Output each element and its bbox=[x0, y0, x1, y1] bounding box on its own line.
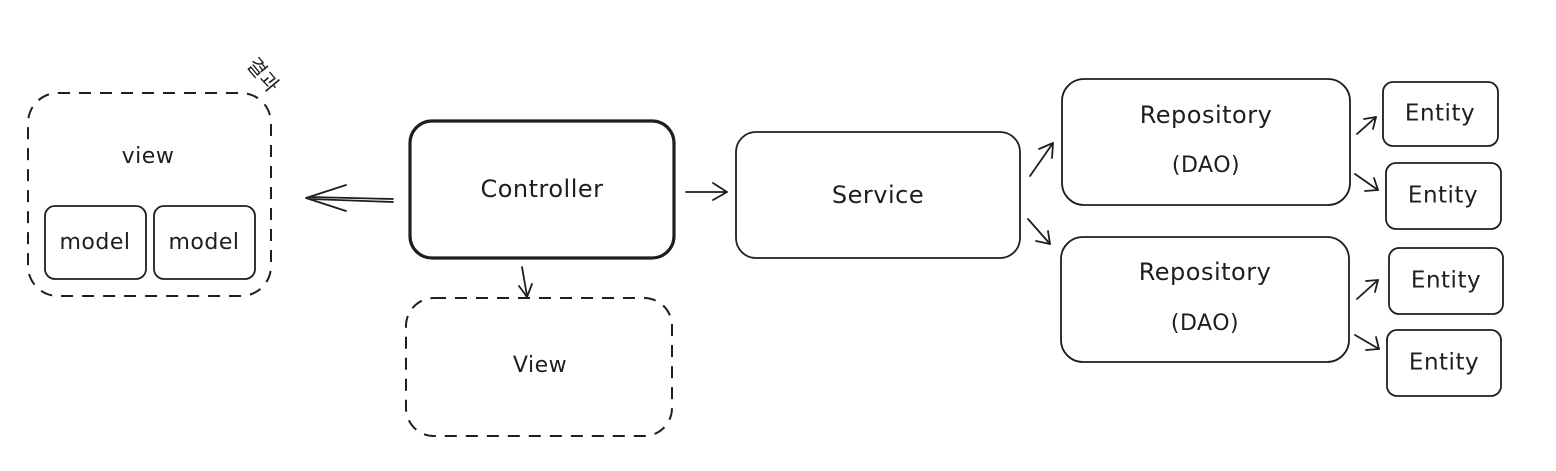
arrow-repo2-to-entity-3 bbox=[1356, 279, 1379, 300]
model-box-1 bbox=[44, 205, 147, 280]
view-result-container bbox=[27, 92, 272, 297]
repository-node-1: Repository (DAO) bbox=[1061, 78, 1351, 206]
entity-label-1: Entity bbox=[1405, 101, 1475, 127]
entity-label-3: Entity bbox=[1411, 268, 1481, 294]
arrow-controller-to-service bbox=[685, 182, 728, 201]
repository-label-2: Repository bbox=[1139, 258, 1272, 286]
result-annotation: 결과 bbox=[242, 53, 285, 97]
entity-box-2 bbox=[1385, 162, 1502, 230]
repository-sub-2: (DAO) bbox=[1171, 311, 1239, 336]
controller-label: Controller bbox=[480, 175, 603, 203]
view-result-label: view bbox=[122, 144, 175, 169]
service-label: Service bbox=[832, 181, 924, 209]
view-node: View bbox=[405, 297, 673, 437]
entity-node-4: Entity bbox=[1386, 329, 1502, 397]
arrow-controller-to-view bbox=[518, 266, 533, 298]
repository-box-2 bbox=[1060, 236, 1350, 363]
view-box bbox=[405, 297, 673, 437]
service-node: Service bbox=[735, 131, 1021, 259]
arrow-service-to-repository-2 bbox=[1027, 218, 1051, 245]
view-label: View bbox=[513, 353, 567, 378]
repository-box-1 bbox=[1061, 78, 1351, 206]
arrow-controller-to-view-result bbox=[305, 184, 394, 212]
controller-box bbox=[408, 119, 676, 260]
repository-sub-1: (DAO) bbox=[1172, 153, 1240, 178]
entity-node-1: Entity bbox=[1382, 81, 1499, 147]
controller-node: Controller bbox=[408, 119, 676, 260]
entity-box-4 bbox=[1386, 329, 1502, 397]
model-label-1: model bbox=[59, 230, 130, 255]
view-result-group: view 결과 model model bbox=[27, 53, 285, 297]
arrow-service-to-repository-1 bbox=[1029, 142, 1054, 177]
entity-label-4: Entity bbox=[1409, 350, 1479, 376]
entity-box-3 bbox=[1388, 247, 1504, 315]
repository-label-1: Repository bbox=[1140, 101, 1273, 129]
repository-node-2: Repository (DAO) bbox=[1060, 236, 1350, 363]
arrow-repo1-to-entity-2 bbox=[1354, 173, 1379, 192]
entity-box-1 bbox=[1382, 81, 1499, 147]
entity-node-3: Entity bbox=[1388, 247, 1504, 315]
model-box-2 bbox=[153, 205, 256, 280]
service-box bbox=[735, 131, 1021, 259]
entity-node-2: Entity bbox=[1385, 162, 1502, 230]
model-label-2: model bbox=[168, 230, 239, 255]
entity-label-2: Entity bbox=[1408, 183, 1478, 209]
arrow-repo2-to-entity-4 bbox=[1354, 334, 1380, 351]
arrow-repo1-to-entity-1 bbox=[1356, 116, 1377, 135]
